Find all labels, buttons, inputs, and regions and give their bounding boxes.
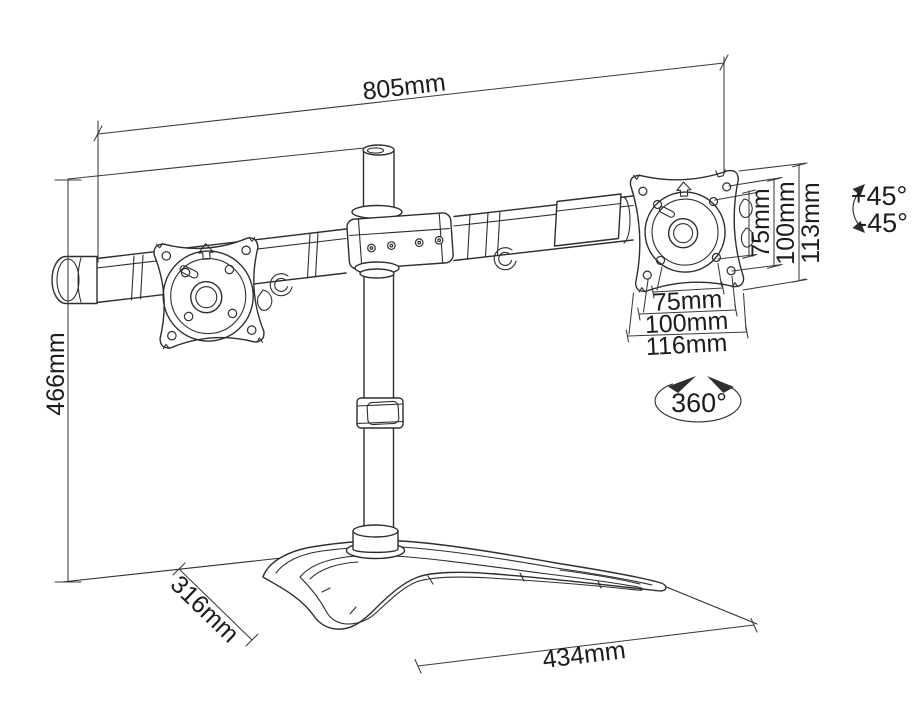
arm-right-section	[453, 193, 755, 271]
vesa-plate-right	[629, 169, 745, 293]
arm-sleeve-right	[553, 193, 622, 247]
arm-joint-left	[257, 289, 273, 311]
swivel-label: 360°	[671, 388, 727, 418]
dimension-vesa-horizontal: 75mm 100mm 116mm	[625, 262, 749, 361]
tilt-indicator: +45° -45°	[851, 181, 908, 238]
dim-label-vesa-h-75: 75mm	[652, 285, 723, 317]
vesa-hub-right	[644, 191, 726, 273]
base-inner-pad	[299, 555, 643, 625]
dimension-base-depth: 316mm	[165, 562, 259, 648]
dim-label-vesa-h-116: 116mm	[645, 329, 728, 361]
tilt-label-down: -45°	[858, 208, 908, 238]
dim-label-466: 466mm	[42, 332, 70, 415]
vesa-plate-left	[153, 236, 265, 350]
pole	[356, 144, 404, 533]
crossbar-arm	[51, 193, 755, 311]
swivel-indicator: 360°	[654, 376, 742, 423]
dimension-height: 466mm	[42, 147, 365, 583]
orientation-arrow-icon	[198, 243, 215, 260]
base-outline	[262, 540, 667, 630]
tilt-label-up: +45°	[851, 181, 908, 211]
dimension-vesa-vertical: 75mm 100mm 113mm	[714, 162, 825, 291]
pole-clamp	[346, 204, 454, 279]
dim-label-434: 434mm	[541, 636, 627, 674]
arm-end-cap	[51, 255, 98, 305]
pole-cable-clip	[356, 397, 404, 429]
arm-joint-right	[623, 196, 631, 244]
dim-label-vesa-h-100: 100mm	[644, 307, 729, 339]
swivel-arrow-right-icon	[707, 376, 734, 393]
orientation-arrow-icon	[676, 181, 692, 197]
swivel-ellipse-icon	[654, 383, 742, 423]
dim-label-vesa-v-75: 75mm	[747, 188, 775, 257]
dim-label-805: 805mm	[361, 68, 447, 105]
dim-label-316: 316mm	[165, 570, 244, 648]
dimension-base-width: 434mm	[414, 617, 758, 674]
base-collar	[345, 524, 406, 560]
clamp-screws	[367, 235, 444, 253]
tilt-arrow-up-icon	[852, 184, 865, 196]
swivel-arrow-left-icon	[668, 376, 696, 393]
dim-label-vesa-v-100: 100mm	[772, 181, 800, 264]
cable-clip-left	[269, 273, 293, 297]
dim-label-vesa-v-113: 113mm	[797, 182, 825, 264]
cable-clip-right	[493, 247, 517, 271]
tilt-arrow-down-icon	[852, 221, 865, 233]
vesa-holes-right	[638, 182, 736, 280]
ground-plane-lines	[61, 553, 758, 625]
arm-left-section	[51, 228, 347, 311]
base	[262, 540, 667, 630]
